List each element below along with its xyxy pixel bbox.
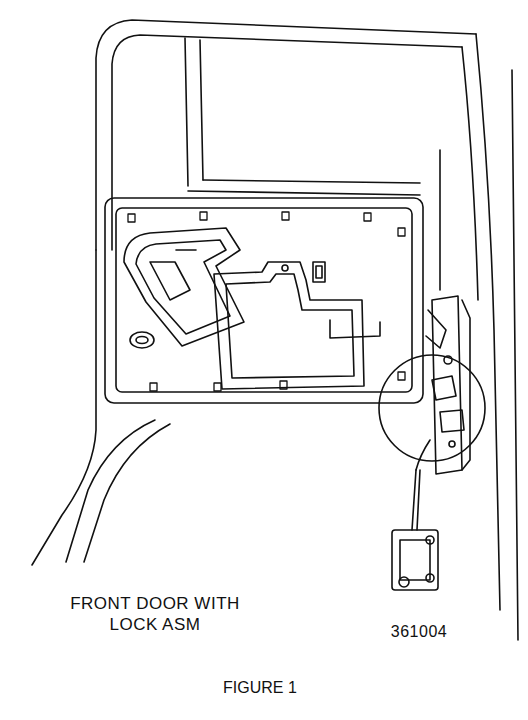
drawing-stroke xyxy=(379,355,485,461)
lock-actuator xyxy=(392,530,438,590)
drawing-stroke xyxy=(176,249,196,251)
drawing-stroke xyxy=(128,214,135,222)
drawing-stroke xyxy=(116,208,412,392)
drawing-stroke xyxy=(32,250,96,565)
figure-caption: FIGURE 1 xyxy=(0,678,524,698)
drawing-stroke xyxy=(313,262,325,282)
drawing-stroke xyxy=(112,35,462,250)
drawing-stroke xyxy=(398,228,405,236)
drawing-stroke xyxy=(426,574,434,582)
drawing-stroke xyxy=(400,540,430,580)
drawing-stroke xyxy=(200,212,207,220)
drawing-stroke xyxy=(392,530,438,590)
drawing-stroke xyxy=(398,372,405,380)
drawing-stroke xyxy=(203,180,420,183)
drawing-stroke xyxy=(188,191,420,195)
drawing-stroke xyxy=(439,150,441,290)
drawing-stroke xyxy=(416,440,430,470)
drawing-stroke xyxy=(282,212,289,220)
access-opening xyxy=(214,262,380,389)
figure-title-label: FRONT DOOR WITH LOCK ASM xyxy=(42,592,268,637)
drawing-stroke xyxy=(214,383,221,391)
drawing-stroke xyxy=(282,265,288,271)
drawing-stroke xyxy=(412,470,416,530)
drawing-stroke xyxy=(512,70,518,640)
drawing-stroke xyxy=(96,20,476,250)
drawing-stroke xyxy=(476,34,500,610)
drawing-stroke xyxy=(84,424,170,562)
drawing-stroke xyxy=(440,410,464,432)
drawing-stroke xyxy=(462,300,470,470)
drawing-stroke xyxy=(399,577,409,587)
drawing-stroke xyxy=(226,274,354,378)
drawing-stroke xyxy=(426,310,446,348)
drawing-stroke xyxy=(316,266,322,278)
drawing-stroke xyxy=(426,536,434,544)
drawing-stroke xyxy=(105,198,423,403)
drawing-stroke xyxy=(185,38,188,186)
drawing-stroke xyxy=(214,262,364,389)
drawing-stroke xyxy=(136,240,230,334)
inner-panel xyxy=(105,198,423,403)
drawing-stroke xyxy=(330,320,380,338)
drawing-stroke xyxy=(136,337,148,344)
drawing-stroke xyxy=(432,296,462,474)
lock-assembly xyxy=(379,296,485,530)
drawing-stroke xyxy=(150,383,157,391)
drawing-stroke xyxy=(417,470,420,530)
drawing-stroke xyxy=(364,213,371,221)
drawing-stroke xyxy=(432,376,456,400)
drawing-stroke xyxy=(200,40,203,180)
panel-holes xyxy=(128,212,405,391)
drawing-stroke xyxy=(449,441,455,447)
window-frame xyxy=(96,20,476,250)
part-number: 361004 xyxy=(372,621,466,643)
drawing-stroke xyxy=(66,420,155,562)
drawing-stroke xyxy=(462,47,478,300)
door-outer-edge xyxy=(32,34,518,640)
drawing-stroke xyxy=(150,262,190,300)
drawing-stroke xyxy=(130,332,154,348)
